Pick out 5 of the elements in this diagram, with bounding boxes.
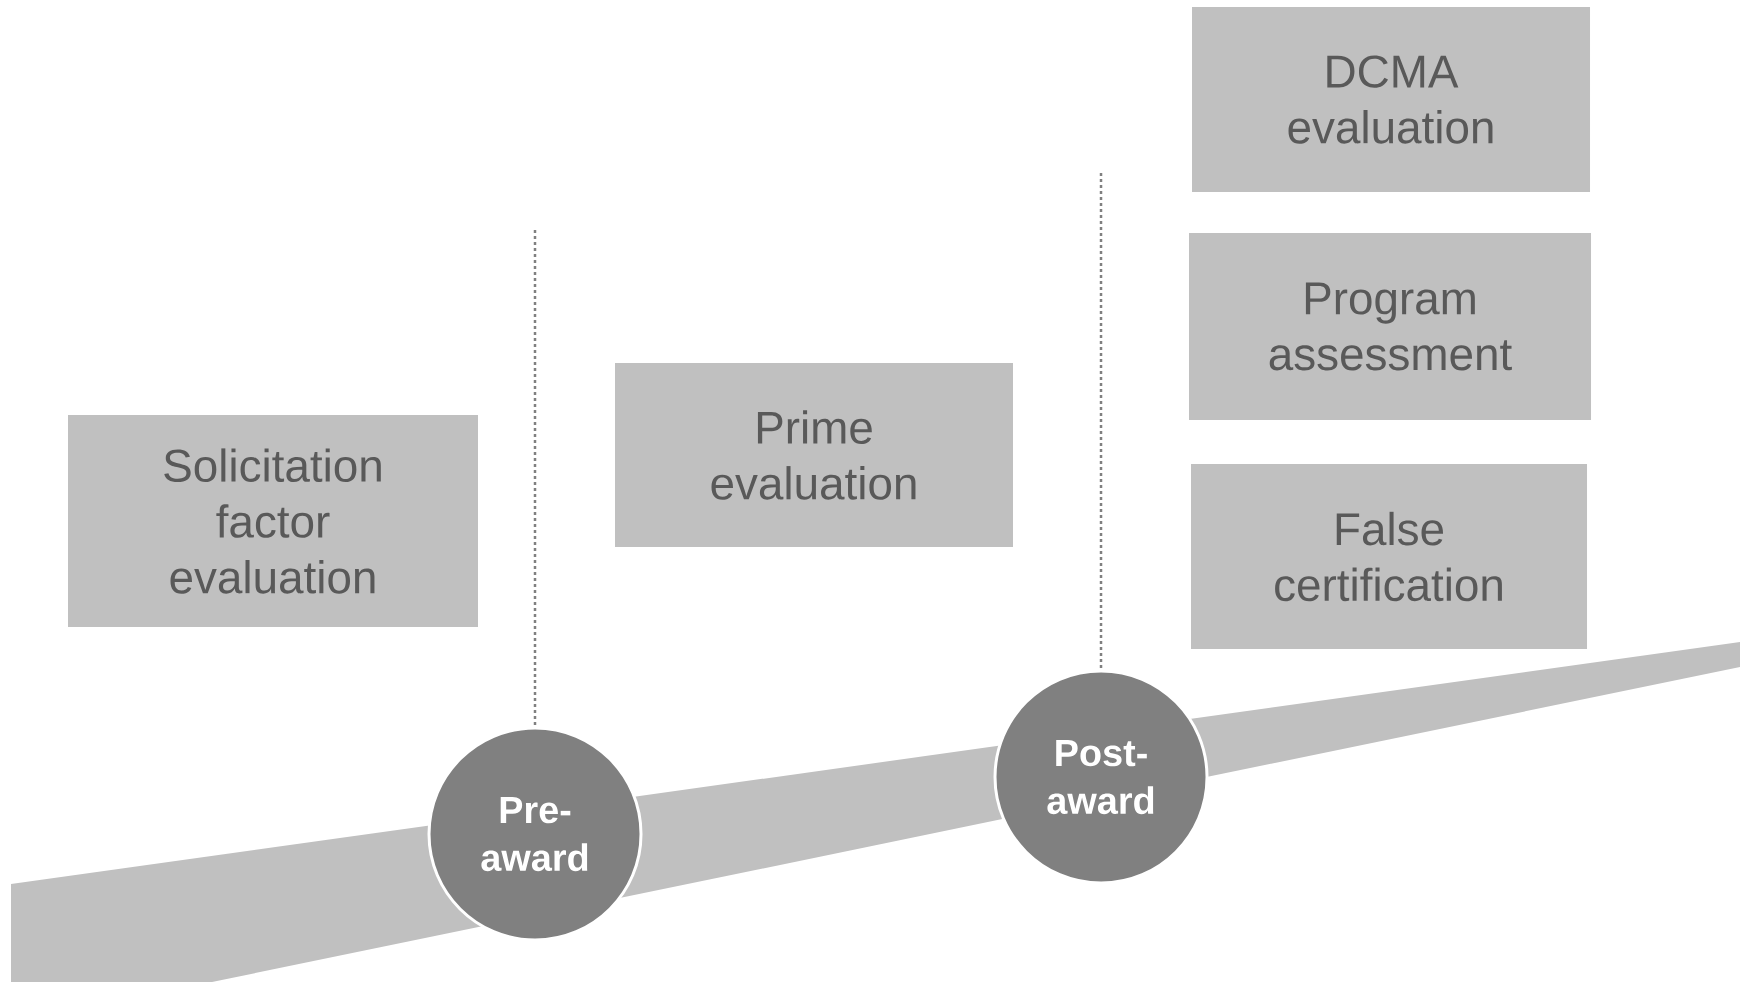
process-box: Program assessment	[1189, 233, 1591, 420]
process-box: DCMA evaluation	[1192, 7, 1590, 192]
process-box: Prime evaluation	[615, 363, 1013, 547]
process-box: Solicitation factor evaluation	[68, 415, 478, 627]
process-box: False certification	[1191, 464, 1587, 649]
